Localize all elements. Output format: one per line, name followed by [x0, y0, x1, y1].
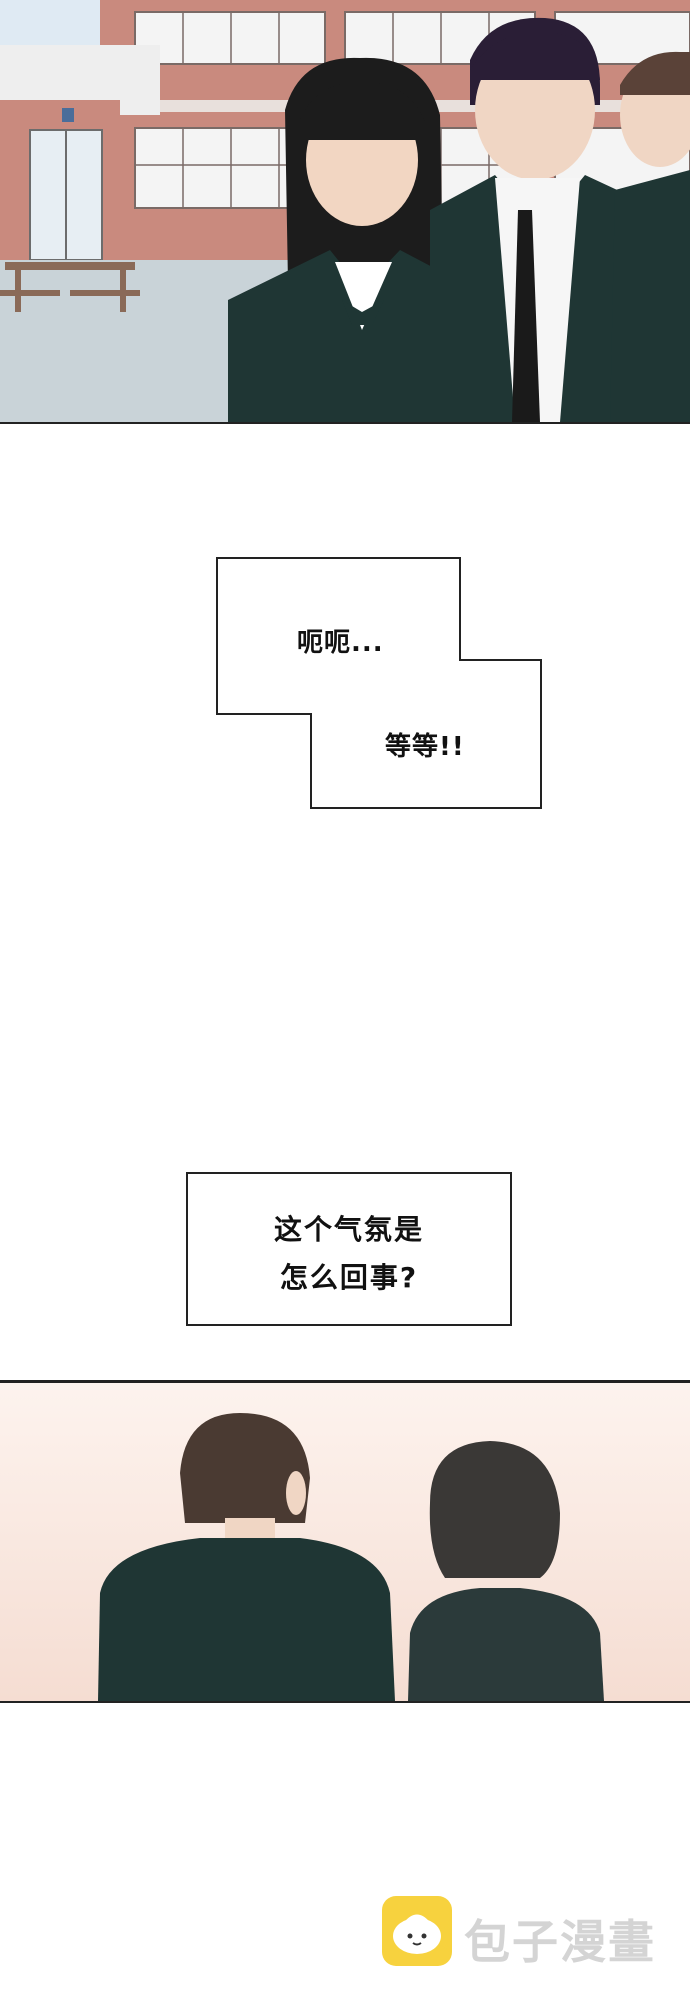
- comic-panel-2: [0, 1380, 690, 1703]
- steamed-bun-icon: [382, 1896, 452, 1966]
- speech-bubble-stepped: [216, 557, 542, 809]
- bubble-text-line-1: 呃呃...: [297, 628, 384, 658]
- courtyard-scene: [0, 0, 690, 422]
- bubble-text-line-2: 等等!!: [385, 732, 465, 762]
- speech-box-question: 这个气氛是 怎么回事?: [186, 1172, 512, 1326]
- students-back-scene: [0, 1383, 690, 1701]
- question-line-1: 这个气氛是: [273, 1213, 424, 1246]
- watermark: 包子漫畫: [382, 1894, 672, 1974]
- watermark-text: 包子漫畫: [464, 1915, 656, 1969]
- comic-panel-1: [0, 0, 690, 424]
- question-line-2: 怎么回事?: [279, 1261, 419, 1294]
